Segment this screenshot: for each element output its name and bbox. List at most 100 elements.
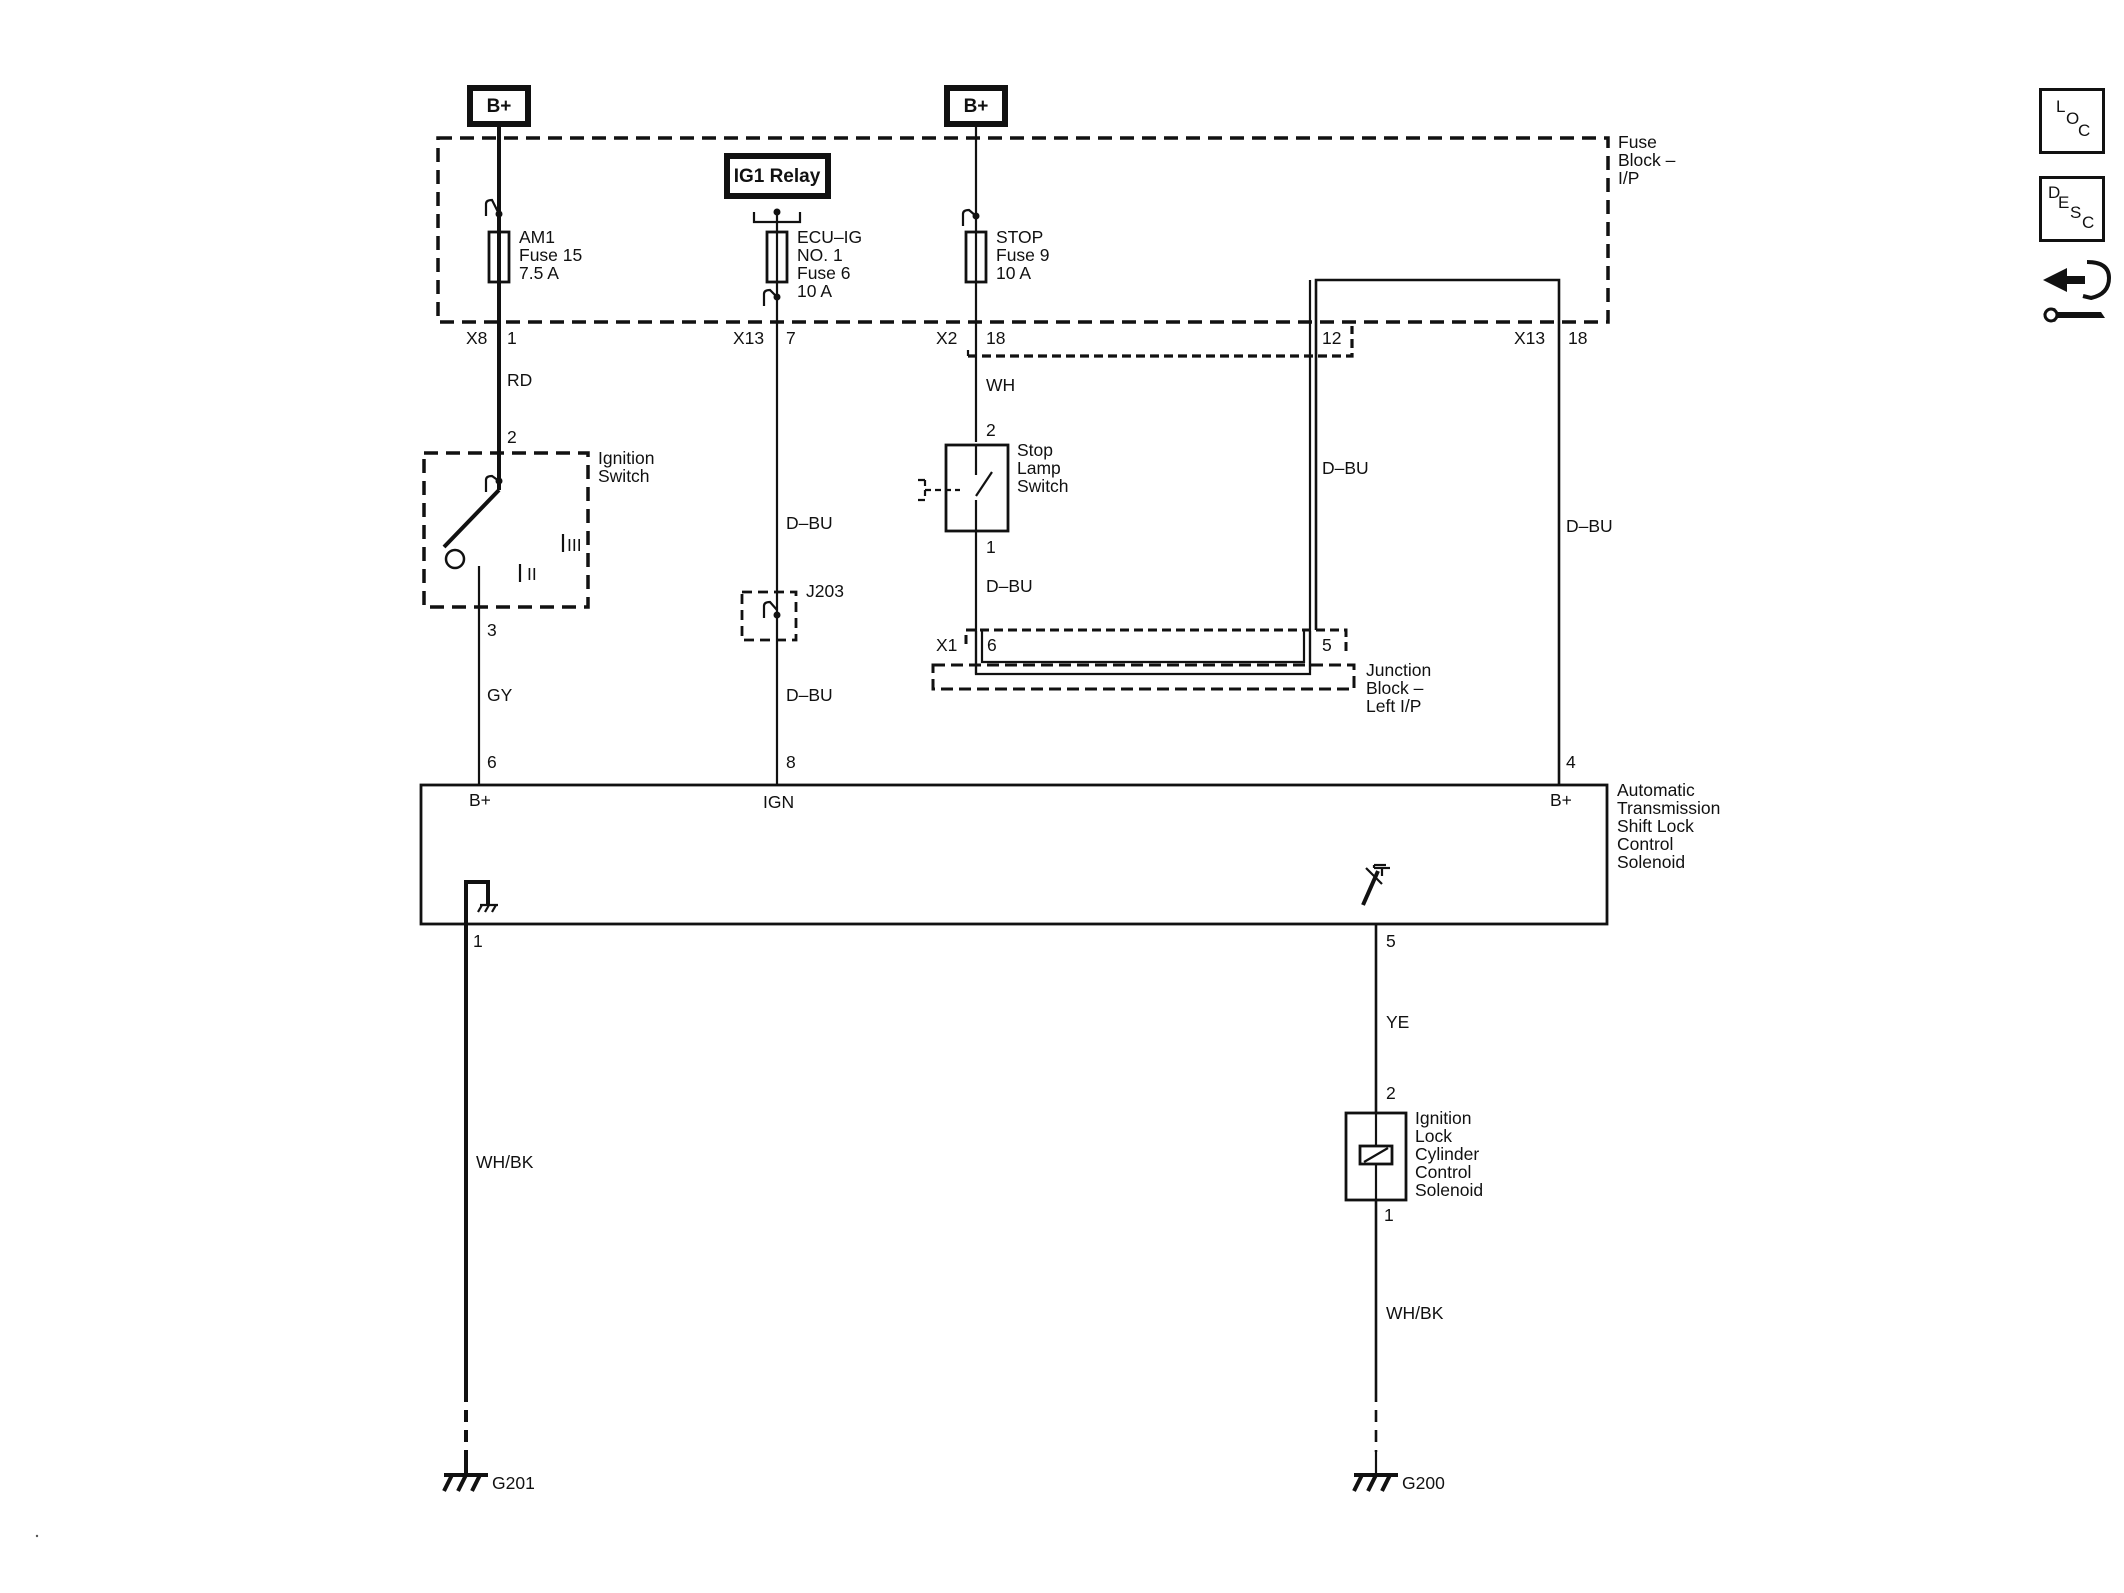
pin-label: 12 <box>1322 328 1341 348</box>
splice-j203-outline <box>740 590 798 642</box>
fuse-block-label: Block – <box>1618 150 1676 170</box>
fuse-am1-icon <box>487 230 511 284</box>
ignition-position-label: III <box>567 535 582 555</box>
wire-color-label: D–BU <box>786 685 833 705</box>
wire-d-bu-loop <box>1314 278 1561 785</box>
fuse-block-outline <box>436 136 1610 324</box>
connector-label: X13 <box>733 328 764 348</box>
ground-label: G201 <box>492 1473 535 1493</box>
pin-label: 2 <box>1386 1083 1396 1103</box>
fuse-am1-label: AM1 <box>519 227 555 247</box>
pin-label: 1 <box>986 537 996 557</box>
pin-label: 1 <box>473 931 483 951</box>
splice-label: J203 <box>806 581 844 601</box>
module-pin-label: IGN <box>763 792 794 812</box>
shift-lock-module-box <box>419 783 1609 926</box>
wire-color-label: D–BU <box>1566 516 1613 536</box>
fuse-ecu-ig-label: ECU–IG <box>797 227 862 247</box>
battery-tag-1: B+ <box>467 85 531 127</box>
battery-tag-2: B+ <box>944 85 1008 127</box>
connector-symbol <box>484 474 500 492</box>
pin-label: 18 <box>1568 328 1587 348</box>
fuse-ecu-ig-label: Fuse 6 <box>797 263 851 283</box>
connector-outline <box>968 326 1354 358</box>
connector-label: X1 <box>936 635 957 655</box>
ignition-position-label: II <box>527 564 537 584</box>
pin-label: 2 <box>507 427 517 447</box>
location-view-icon[interactable]: L O C <box>2039 88 2105 154</box>
fuse-stop-label: Fuse 9 <box>996 245 1050 265</box>
ground-g200-icon <box>1352 1452 1398 1492</box>
shift-lock-module-label: Automatic <box>1617 780 1695 800</box>
junction-block-label: Left I/P <box>1366 696 1421 716</box>
connector-label: X13 <box>1514 328 1545 348</box>
wire-color-label: D–BU <box>786 513 833 533</box>
module-pin-label: B+ <box>469 790 491 810</box>
service-tools-icon[interactable] <box>2039 252 2113 332</box>
ignition-switch-contact <box>442 488 501 549</box>
shift-lock-module-label: Control <box>1617 834 1673 854</box>
module-pin-label: B+ <box>1550 790 1572 810</box>
wire-color-label: D–BU <box>1322 458 1369 478</box>
junction-bus-wire <box>974 631 1312 676</box>
fuse-ecu-ig-icon <box>765 230 789 284</box>
wire-color-label: GY <box>487 685 513 705</box>
fuse-ecu-ig-label: NO. 1 <box>797 245 843 265</box>
svg-text:B+: B+ <box>487 96 512 117</box>
wire-color-label: WH <box>986 375 1015 395</box>
ignition-switch-label: Ignition <box>598 448 654 468</box>
fuse-block-label: Fuse <box>1618 132 1657 152</box>
connector-label: X8 <box>466 328 487 348</box>
description-view-icon[interactable]: D E S C <box>2039 176 2105 242</box>
connector-symbol <box>762 288 778 306</box>
shift-lock-module-label: Shift Lock <box>1617 816 1694 836</box>
svg-text:IG1 Relay: IG1 Relay <box>734 166 821 187</box>
fuse-stop-icon <box>964 230 988 284</box>
ground-g201-icon <box>442 1452 488 1492</box>
fuse-block-label: I/P <box>1618 168 1639 188</box>
pin-label: 4 <box>1566 752 1576 772</box>
fuse-am1-label: 7.5 A <box>519 263 559 283</box>
svg-text:B+: B+ <box>964 96 989 117</box>
pin-label: 6 <box>487 752 497 772</box>
fuse-stop-label: 10 A <box>996 263 1031 283</box>
pin-label: 3 <box>487 620 497 640</box>
connector-label: X2 <box>936 328 957 348</box>
fuse-stop-label: STOP <box>996 227 1043 247</box>
wire-color-label: WH/BK <box>476 1152 534 1172</box>
junction-block-outline <box>931 663 1356 691</box>
stop-lamp-switch-label: Lamp <box>1017 458 1061 478</box>
wire-color-label: D–BU <box>986 576 1033 596</box>
junction-block-label: Block – <box>1366 678 1424 698</box>
stop-lamp-switch-label: Switch <box>1017 476 1069 496</box>
lock-cylinder-solenoid-label: Cylinder <box>1415 1144 1479 1164</box>
junction-block-outline <box>964 628 1348 656</box>
wire-color-label: YE <box>1386 1012 1409 1032</box>
lock-cylinder-solenoid-label: Solenoid <box>1415 1180 1483 1200</box>
lock-cylinder-solenoid-label: Lock <box>1415 1126 1452 1146</box>
fuse-am1-label: Fuse 15 <box>519 245 582 265</box>
pin-label: 1 <box>507 328 517 348</box>
wire-color-label: RD <box>507 370 532 390</box>
ground-label: G200 <box>1402 1473 1445 1493</box>
stop-lamp-switch-label: Stop <box>1017 440 1053 460</box>
pin-label: 7 <box>786 328 796 348</box>
pin-label: 18 <box>986 328 1005 348</box>
pin-label: 5 <box>1386 931 1396 951</box>
junction-block-label: Junction <box>1366 660 1431 680</box>
lock-cylinder-solenoid-label: Ignition <box>1415 1108 1471 1128</box>
ig1-relay-tag: IG1 Relay <box>724 153 831 199</box>
fuse-ecu-ig-label: 10 A <box>797 281 832 301</box>
ignition-switch-outline <box>422 451 590 609</box>
connector-symbol <box>484 198 500 216</box>
pin-label: 8 <box>786 752 796 772</box>
internal-ground-icon <box>464 880 498 924</box>
pin-label: 5 <box>1322 635 1332 655</box>
pin-label: 2 <box>986 420 996 440</box>
internal-switch-icon <box>1361 863 1390 906</box>
pin-label: 6 <box>987 635 997 655</box>
wire-color-label: WH/BK <box>1386 1303 1444 1323</box>
shift-lock-module-label: Transmission <box>1617 798 1720 818</box>
lock-cylinder-solenoid-label: Control <box>1415 1162 1471 1182</box>
